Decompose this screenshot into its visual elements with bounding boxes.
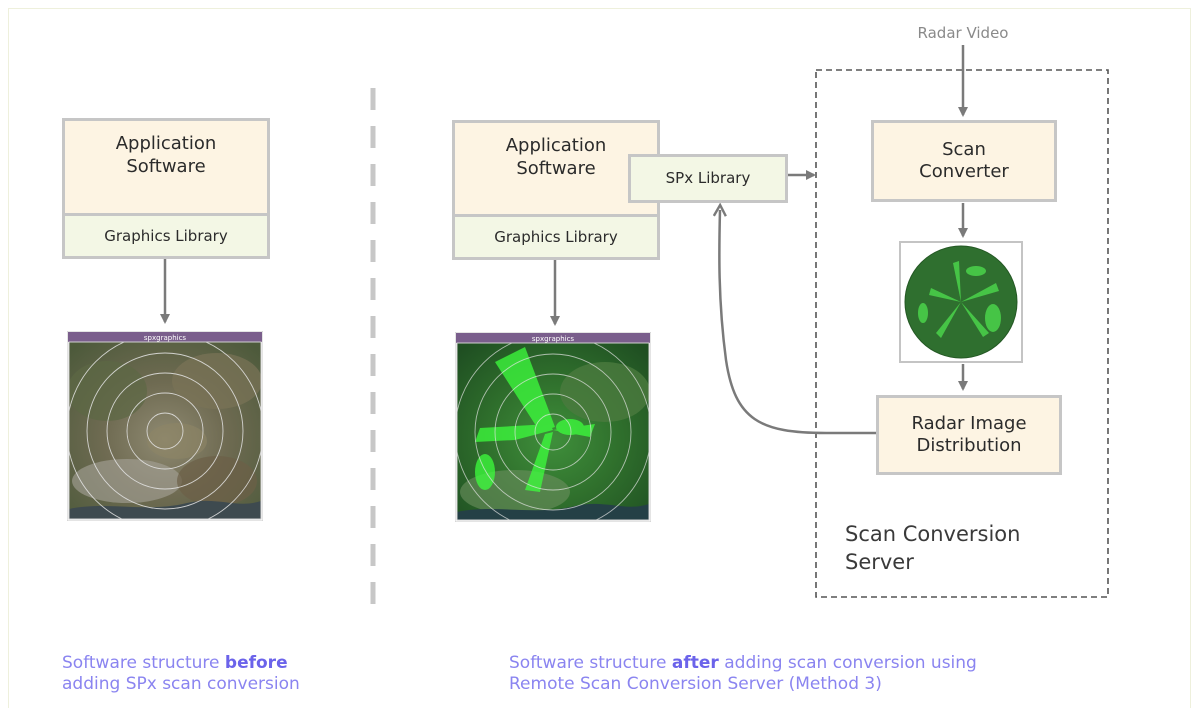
after-application-software-box: Application Software [452, 120, 660, 218]
before-caption-bold: before [224, 653, 288, 673]
after-radar-display-window: spxgraphics [454, 331, 652, 523]
before-application-software-box: Application Software [62, 118, 270, 216]
scan-conversion-server-label: Scan Conversion Server [845, 522, 1021, 574]
before-window-title: spxgraphics [144, 334, 187, 342]
spx-library-label: SPx Library [665, 169, 751, 188]
before-application-software-label: Application Software [115, 133, 217, 177]
after-graphics-library-box: Graphics Library [452, 214, 660, 260]
before-radar-display-window: spxgraphics [66, 330, 264, 522]
after-caption-suffix: adding scan conversion using [718, 653, 977, 673]
before-caption-prefix: Software structure [62, 653, 225, 673]
after-caption-prefix: Software structure [509, 653, 672, 673]
after-caption: Software structure after adding scan con… [509, 653, 977, 695]
diagram-frame [8, 8, 1191, 708]
scan-converter-box: Scan Converter [871, 120, 1057, 202]
after-graphics-library-label: Graphics Library [494, 227, 618, 246]
spx-library-box: SPx Library [628, 154, 788, 203]
radar-image-thumbnail [899, 241, 1023, 363]
before-graphics-library-label: Graphics Library [104, 226, 228, 245]
after-caption-line2: Remote Scan Conversion Server (Method 3) [509, 674, 882, 694]
after-application-software-label: Application Software [505, 135, 607, 179]
radar-image-distribution-label: Radar Image Distribution [911, 412, 1027, 457]
before-graphics-library-box: Graphics Library [62, 213, 270, 259]
before-caption: Software structure before adding SPx sca… [62, 653, 300, 695]
before-caption-line2: adding SPx scan conversion [62, 674, 300, 694]
after-caption-bold: after [671, 653, 719, 673]
after-window-title: spxgraphics [532, 335, 575, 343]
scan-converter-label: Scan Converter [919, 138, 1009, 183]
radar-video-label: Radar Video [918, 24, 1009, 42]
radar-image-distribution-box: Radar Image Distribution [876, 395, 1062, 475]
arrow-distribution-to-spx [719, 210, 876, 435]
